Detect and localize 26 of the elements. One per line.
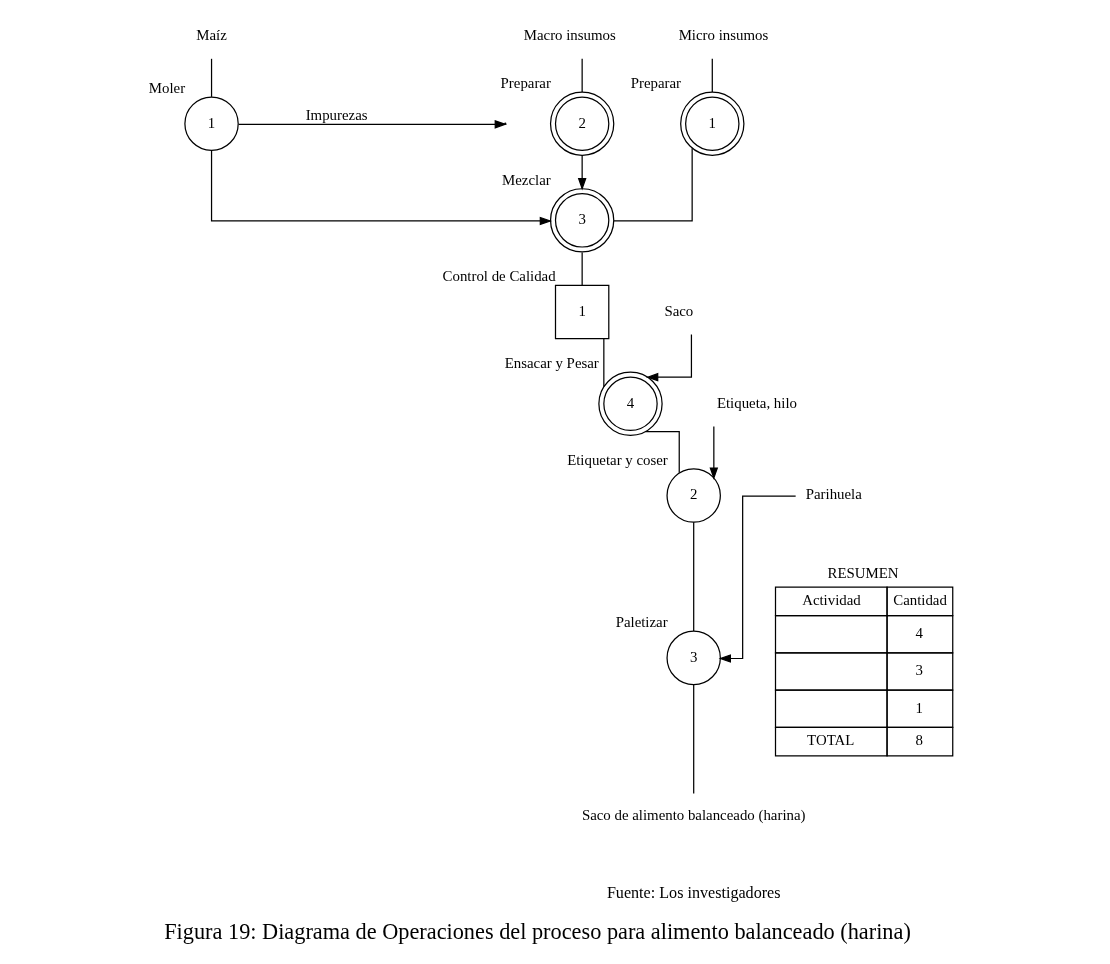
node-text: Parihuela <box>805 485 862 502</box>
label: 3 <box>915 661 923 678</box>
node-text: Macro insumos <box>523 26 616 43</box>
label: TOTAL <box>806 731 854 748</box>
node-text: Saco <box>663 302 693 319</box>
node-text: Maíz <box>195 26 227 43</box>
label: RESUMEN <box>827 564 899 581</box>
node-label: Control de Calidad <box>442 267 556 284</box>
node-label: Mezclar <box>501 171 551 188</box>
node-label: Etiquetar y coser <box>566 451 668 468</box>
node-text: Saco de alimento balanceado (harina) <box>581 806 805 823</box>
node-text: Etiqueta, hilo <box>716 394 797 411</box>
node-label: Preparar <box>630 74 681 91</box>
node-label: Moler <box>148 79 185 96</box>
label: 1 <box>915 699 923 716</box>
label: 8 <box>915 731 923 748</box>
label: Actividad <box>801 591 861 608</box>
node-text: Micro insumos <box>678 26 768 43</box>
caption: Figura 19: Diagrama de Operaciones del proceso para alimento balanceado (harina) <box>163 918 911 944</box>
label: Fuente: Los investigadores <box>606 883 780 901</box>
edge-label: Impurezas <box>305 106 368 123</box>
node-label: Paletizar <box>615 613 668 630</box>
node-label: Ensacar y Pesar <box>504 354 599 371</box>
label: 4 <box>915 624 923 641</box>
node-label: Preparar <box>500 74 551 91</box>
label: Cantidad <box>892 591 947 608</box>
